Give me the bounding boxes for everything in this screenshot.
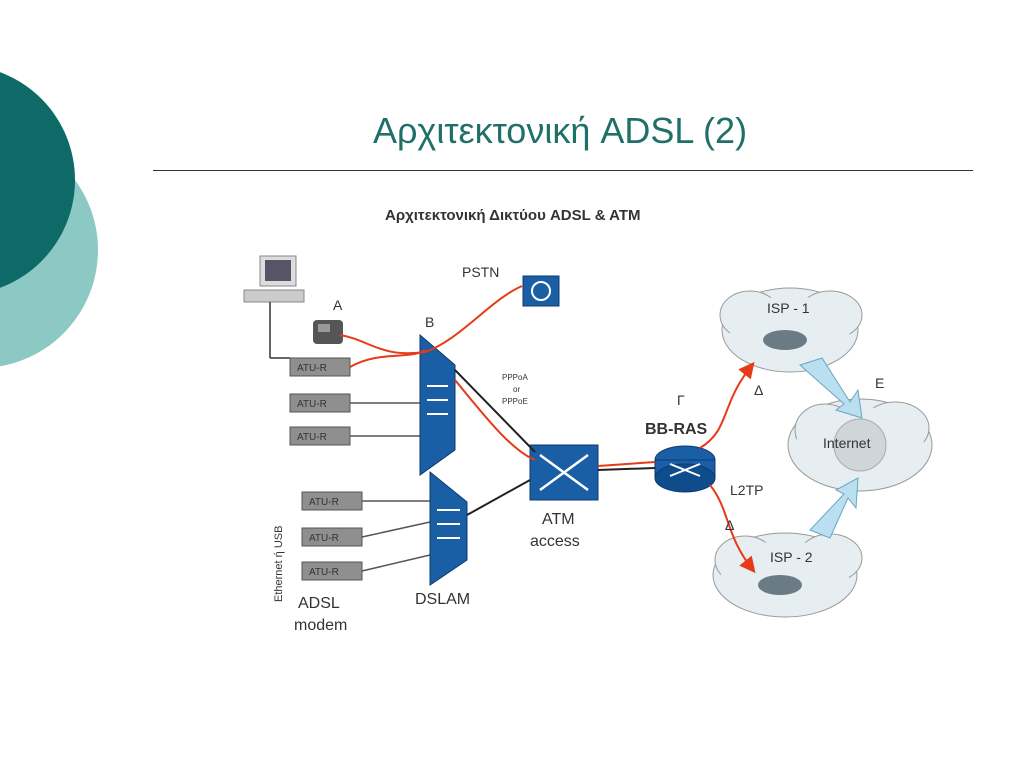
label-bbras: BB-RAS [645,421,708,438]
label-l2tp: L2TP [730,482,763,498]
label-ethernet-usb: Ethernet ή USB [273,526,285,602]
modem-atu-r-3: ATU-R [289,426,351,446]
diagram-heading: Αρχιτεκτονική Δικτύου ADSL & ATM [385,207,641,224]
label-point-b: B [425,314,434,330]
label-point-g: Γ [677,392,685,408]
isp-1-cloud [719,287,863,373]
isp1-to-internet-arrow [799,357,863,419]
label-or: or [513,385,520,394]
isp-2-cloud [712,532,863,618]
modem-atu-r-6: ATU-R [301,561,363,581]
dslam-b-icon [419,333,456,476]
red-links [339,285,756,574]
black-links [454,369,656,516]
label-atm-1: ATM [542,511,575,528]
bbras-router-icon [654,445,716,493]
label-internet: Internet [823,435,871,451]
svg-text:ATU-R: ATU-R [297,363,327,374]
label-adsl-1: ADSL [298,595,340,612]
slide-title: Αρχιτεκτονική ADSL (2) [372,110,748,151]
label-point-e: E [875,375,884,391]
isp2-to-internet-arrow [809,477,859,539]
svg-text:ATU-R: ATU-R [309,533,339,544]
label-pstn: PSTN [462,264,499,280]
modem-atu-r-1: ATU-R [289,357,351,377]
computer-icon [243,255,305,303]
adsl-network-diagram: Αρχιτεκτονική Δικτύου ADSL & ATM ATU-R A… [243,207,933,634]
dark-teal-circle [0,72,75,288]
label-adsl-2: modem [294,617,347,634]
decorative-circles [0,72,98,367]
internet-cloud [787,398,933,492]
svg-text:ATU-R: ATU-R [297,399,327,410]
modem-cables [350,402,431,572]
pstn-switch-icon [522,275,560,307]
label-isp2: ISP - 2 [770,549,813,565]
label-atm-2: access [530,533,580,550]
label-dslam: DSLAM [415,591,470,608]
title-divider [153,170,973,171]
label-pppoe: PPPoE [502,397,528,406]
phone-icon [313,320,343,344]
modem-atu-r-4: ATU-R [301,491,363,511]
svg-text:ATU-R: ATU-R [297,432,327,443]
svg-text:ATU-R: ATU-R [309,497,339,508]
modem-atu-r-2: ATU-R [289,393,351,413]
dslam-icon [429,470,468,586]
svg-text:ATU-R: ATU-R [309,567,339,578]
label-point-d2: Δ [725,517,734,533]
label-pppoa: PPPoA [502,373,528,382]
atm-switch-icon [529,444,599,501]
label-point-a: A [333,297,343,313]
label-isp1: ISP - 1 [767,300,810,316]
modem-atu-r-5: ATU-R [301,527,363,547]
label-point-d1: Δ [754,382,763,398]
